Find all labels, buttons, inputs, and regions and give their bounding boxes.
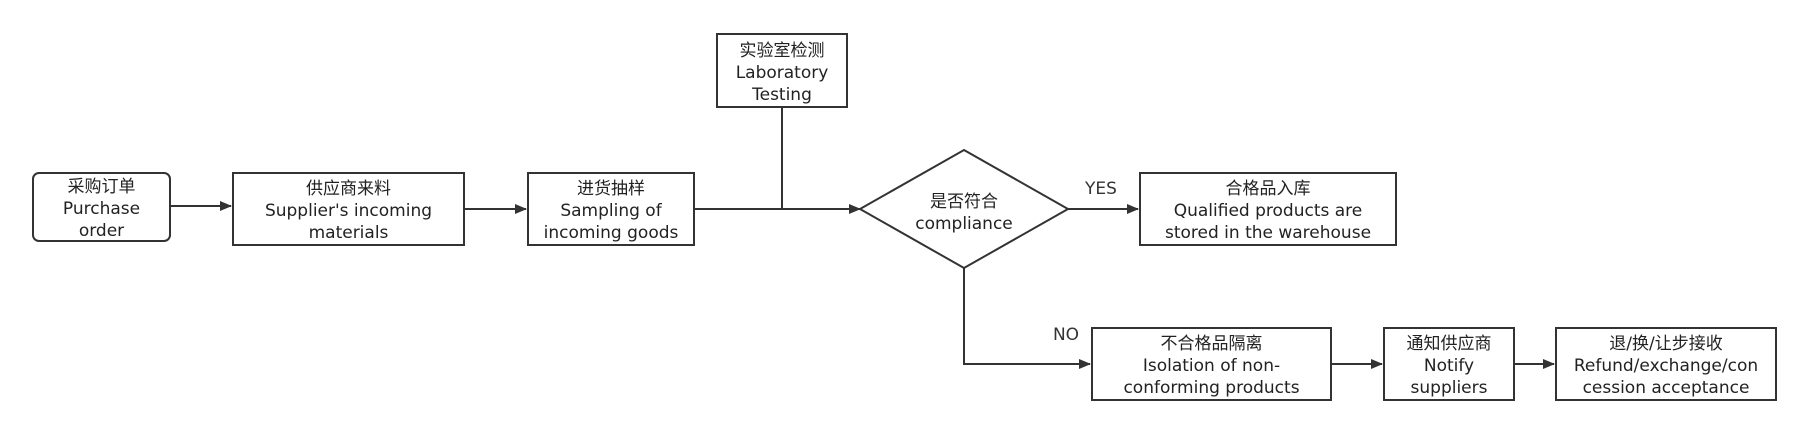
node-text-en-1: Refund/exchange/con [1574, 356, 1758, 376]
node-text-en-1: Laboratory [736, 63, 829, 83]
node-text-en-2: suppliers [1411, 378, 1488, 398]
node-notify-suppliers: 通知供应商 Notify suppliers [1383, 327, 1515, 401]
node-text-cn: 不合格品隔离 [1161, 334, 1263, 354]
node-text-en-1: Notify [1424, 356, 1474, 376]
edge-no-to-isolation [963, 268, 1091, 369]
node-text-cn: 退/换/让步接收 [1609, 334, 1722, 354]
node-text-cn: 供应商来料 [306, 179, 391, 199]
node-text-en-1: Supplier's incoming [265, 201, 432, 221]
node-sampling: 进货抽样 Sampling of incoming goods [527, 172, 695, 246]
node-text-en-2: order [79, 221, 124, 241]
node-text-cn: 采购订单 [68, 177, 136, 197]
node-text-cn: 通知供应商 [1407, 334, 1492, 354]
node-supplier-materials: 供应商来料 Supplier's incoming materials [232, 172, 465, 246]
node-text-cn: 进货抽样 [577, 179, 645, 199]
node-text-en-2: cession acceptance [1583, 378, 1750, 398]
node-purchase-order: 采购订单 Purchase order [32, 172, 171, 242]
node-lab-testing: 实验室检测 Laboratory Testing [716, 33, 848, 108]
yes-label: YES [1084, 179, 1117, 199]
node-text-en-1: Sampling of [560, 201, 662, 221]
node-compliance-decision: 是否符合 compliance [857, 148, 1071, 270]
node-text-en-2: materials [309, 223, 389, 243]
node-text-en-2: incoming goods [544, 223, 679, 243]
node-text-en-1: Qualified products are [1174, 201, 1363, 221]
node-isolation: 不合格品隔离 Isolation of non- conforming prod… [1091, 327, 1332, 401]
node-text-cn: 是否符合 [930, 192, 998, 212]
node-text-en-2: stored in the warehouse [1165, 223, 1371, 243]
node-text-en-1: Isolation of non- [1143, 356, 1280, 376]
no-label: NO [1053, 325, 1079, 345]
node-text-en: compliance [915, 214, 1013, 234]
node-refund-exchange: 退/换/让步接收 Refund/exchange/con cession acc… [1555, 327, 1777, 401]
node-text-en-1: Purchase [63, 199, 140, 219]
node-text-en-2: Testing [751, 85, 812, 105]
node-text-cn: 合格品入库 [1226, 179, 1311, 199]
node-text-cn: 实验室检测 [740, 41, 825, 61]
node-qualified-stored: 合格品入库 Qualified products are stored in t… [1139, 172, 1397, 246]
node-text-en-2: conforming products [1123, 378, 1299, 398]
edges [170, 107, 1555, 369]
